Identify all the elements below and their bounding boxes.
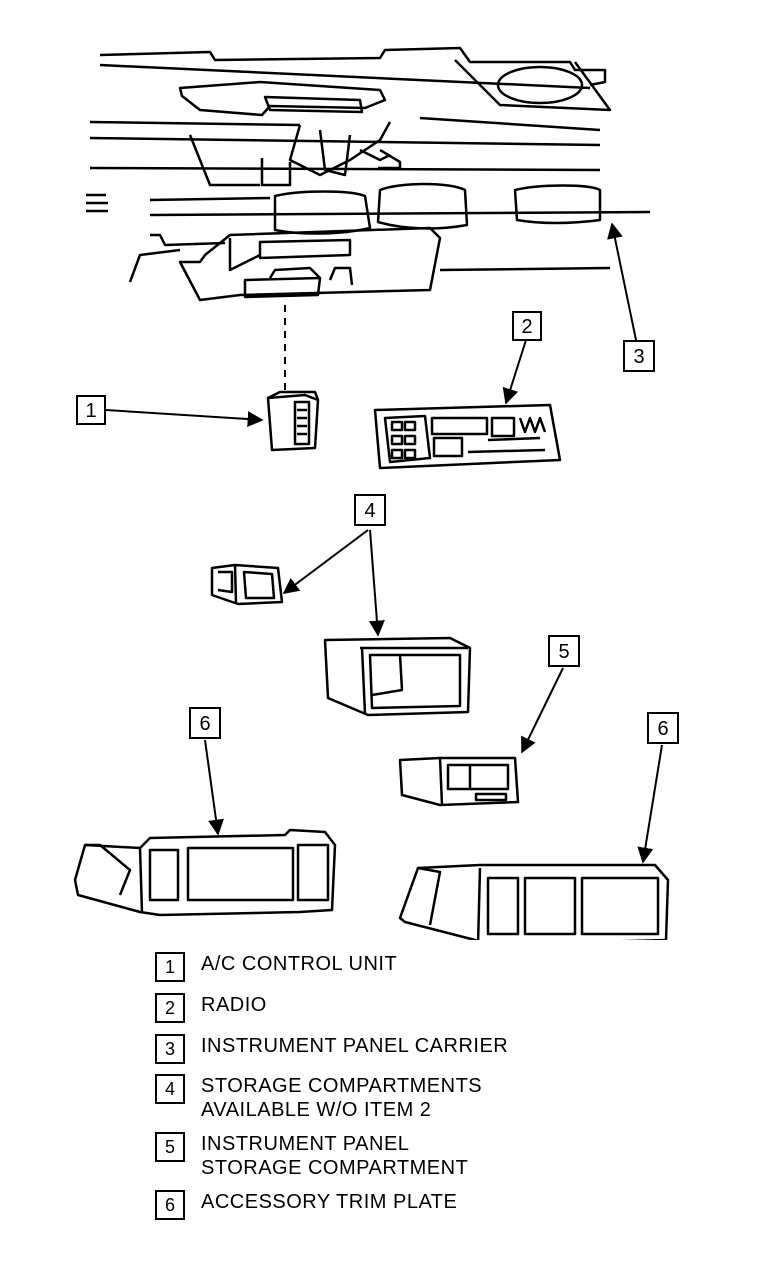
callout-5: 5 — [548, 635, 580, 667]
callout-6-right: 6 — [647, 712, 679, 744]
legend-number: 2 — [155, 993, 185, 1023]
accessory-trim-plate-right — [398, 863, 670, 940]
svg-text:1: 1 — [85, 400, 96, 422]
callout-2: 2 — [512, 311, 542, 341]
accessory-trim-plate-left — [73, 828, 337, 917]
legend-label: A/C CONTROL UNIT — [201, 953, 398, 975]
svg-text:6: 6 — [199, 713, 210, 735]
legend-number: 4 — [155, 1074, 185, 1104]
legend-number: 3 — [155, 1034, 185, 1064]
radio — [373, 403, 562, 470]
instrument-panel-carrier — [86, 46, 651, 302]
legend-label: INSTRUMENT PANEL CARRIER — [201, 1035, 509, 1057]
svg-text:2: 2 — [521, 316, 532, 338]
legend-number: 6 — [155, 1190, 185, 1220]
legend-number: 5 — [155, 1132, 185, 1162]
svg-text:5: 5 — [558, 641, 569, 663]
svg-text:3: 3 — [633, 346, 644, 368]
legend-item-3: 3 INSTRUMENT PANEL CARRIER — [155, 1034, 508, 1064]
callout-1: 1 — [76, 395, 106, 425]
legend-item-6: 6 ACCESSORY TRIM PLATE — [155, 1190, 457, 1220]
legend-item-4: 4 STORAGE COMPARTMENTS AVAILABLE W/O ITE… — [155, 1074, 482, 1122]
storage-compartment-small — [210, 563, 284, 606]
svg-text:6: 6 — [657, 718, 668, 740]
legend-number: 1 — [155, 952, 185, 982]
legend-item-5: 5 INSTRUMENT PANEL STORAGE COMPARTMENT — [155, 1132, 468, 1180]
legend-label: STORAGE COMPARTMENTS AVAILABLE W/O ITEM … — [201, 1075, 483, 1121]
callout-6-left: 6 — [189, 707, 221, 739]
legend-item-2: 2 RADIO — [155, 993, 267, 1023]
callout-3: 3 — [623, 340, 655, 372]
legend-label: INSTRUMENT PANEL STORAGE COMPARTMENT — [201, 1133, 469, 1179]
legend-item-1: 1 A/C CONTROL UNIT — [155, 952, 397, 982]
exploded-parts-diagram: 1 2 3 4 5 6 6 — [73, 46, 679, 940]
legend-label: RADIO — [201, 994, 267, 1016]
svg-text:4: 4 — [364, 500, 375, 522]
storage-compartment-large — [323, 636, 472, 717]
instrument-panel-storage-compartment — [398, 756, 520, 807]
leader-lines — [105, 222, 663, 864]
ac-control-unit — [266, 390, 320, 452]
callout-4: 4 — [354, 494, 386, 526]
legend-label: ACCESSORY TRIM PLATE — [201, 1191, 458, 1213]
